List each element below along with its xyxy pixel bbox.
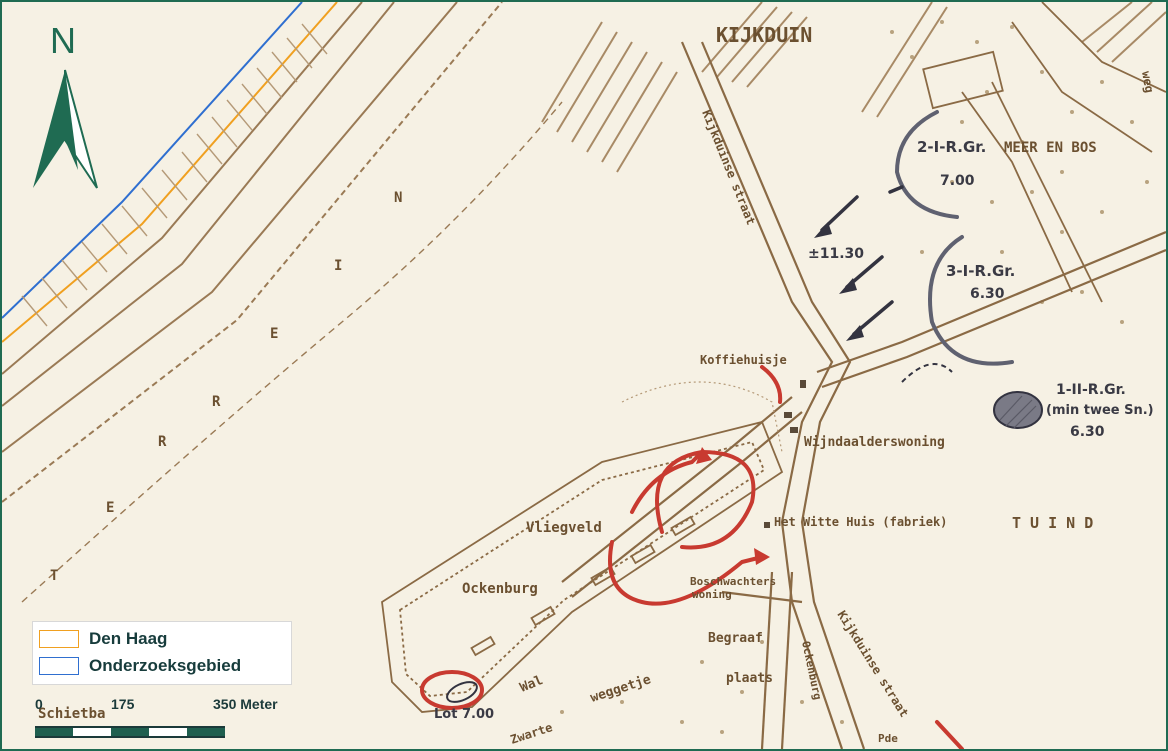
buildings	[764, 380, 806, 528]
scale-label: 0	[35, 696, 43, 712]
label-woning: woning	[692, 588, 732, 601]
annotation-unit-3: 3-I-R.Gr.	[946, 262, 1015, 280]
map-legend: Den Haag Onderzoeksgebied	[32, 621, 292, 685]
terrein-letter: I	[334, 258, 342, 274]
unit-2-position	[894, 110, 959, 219]
annotation-time-3: 6.30	[970, 286, 1005, 302]
woodland-dots	[560, 20, 1149, 734]
scale-bar: 0 175 350 Meter	[35, 694, 305, 746]
label-kijkduin: KIJKDUIN	[716, 23, 812, 47]
unit-1-hatch	[999, 395, 1037, 429]
dune-footpath	[21, 101, 563, 603]
terrein-letter: E	[270, 326, 278, 342]
legend-label: Den Haag	[89, 629, 168, 648]
unit-3-position	[928, 235, 1014, 366]
dune-contour	[621, 381, 783, 453]
north-arrow: N	[28, 20, 102, 190]
airfield-outline	[381, 420, 784, 713]
scale-segment	[111, 726, 149, 738]
red-arrowheads	[696, 447, 770, 565]
scale-segment	[73, 726, 111, 738]
roads	[561, 41, 1166, 749]
label-wijndaalderswoning: Wijndaalderswoning	[804, 435, 945, 450]
scale-label: 175	[111, 696, 135, 712]
scale-segment	[149, 726, 187, 738]
label-ockenburg: Ockenburg	[462, 581, 538, 597]
label-tuin: T U I N D	[1012, 514, 1093, 532]
annotation-lot: Lot 7.00	[434, 707, 494, 722]
annotation-time-1: 6.30	[1070, 424, 1105, 440]
label-pde: Pde	[878, 732, 898, 745]
label-koffiehuisje: Koffiehuisje	[700, 353, 787, 367]
legend-swatch	[39, 657, 79, 675]
north-label: N	[50, 20, 76, 61]
scale-segment	[187, 726, 225, 738]
red-movement-arrows	[420, 365, 964, 749]
legend-swatch	[39, 630, 79, 648]
terrein-letter: R	[212, 394, 221, 410]
label-schietbaan: Schietba	[38, 706, 105, 722]
annotation-time-2: 7.00	[940, 173, 975, 189]
label-vliegveld: Vliegveld	[526, 520, 602, 536]
annotation-unit-2: 2-I-R.Gr.	[917, 138, 986, 156]
label-terrein: N I E R R E T	[50, 190, 402, 584]
annotation-unit-1-note: (min twee Sn.)	[1046, 403, 1154, 418]
terrein-letter: T	[50, 568, 58, 584]
terrein-letter: N	[394, 190, 402, 206]
kijkduinse-straat-road	[680, 41, 844, 749]
label-boschwachters: Boschwachters	[690, 575, 776, 588]
label-weg: weg	[1139, 70, 1157, 94]
annotation-time-arrow: ±11.30	[808, 246, 864, 262]
meer-en-bos-paths	[922, 2, 1166, 303]
unit-positions	[894, 110, 1014, 366]
north-arrow-icon	[33, 69, 98, 189]
den-haag-boundary	[2, 2, 338, 343]
scale-label: 350 Meter	[213, 696, 278, 712]
built-area-hatch	[541, 2, 1166, 173]
lot-marker	[446, 681, 478, 703]
label-meer-en-bos: MEER EN BOS	[1004, 140, 1097, 156]
research-area-boundary	[2, 2, 303, 319]
attack-arrowheads	[814, 222, 864, 341]
label-plaats: plaats	[726, 671, 773, 686]
unit-1-position	[993, 391, 1043, 429]
terrein-letter: R	[158, 434, 167, 450]
dune-hatching	[21, 23, 328, 327]
legend-item-den-haag: Den Haag	[39, 628, 167, 650]
label-het-witte-huis: Het Witte Huis (fabriek)	[774, 515, 947, 529]
scale-segment	[35, 726, 73, 738]
label-begraaf: Begraaf	[708, 631, 763, 646]
annotation-unit-1: 1-II-R.Gr.	[1056, 382, 1126, 398]
legend-item-onderzoeksgebied: Onderzoeksgebied	[39, 655, 241, 677]
terrein-letter: E	[106, 500, 114, 516]
legend-label: Onderzoeksgebied	[89, 656, 242, 675]
